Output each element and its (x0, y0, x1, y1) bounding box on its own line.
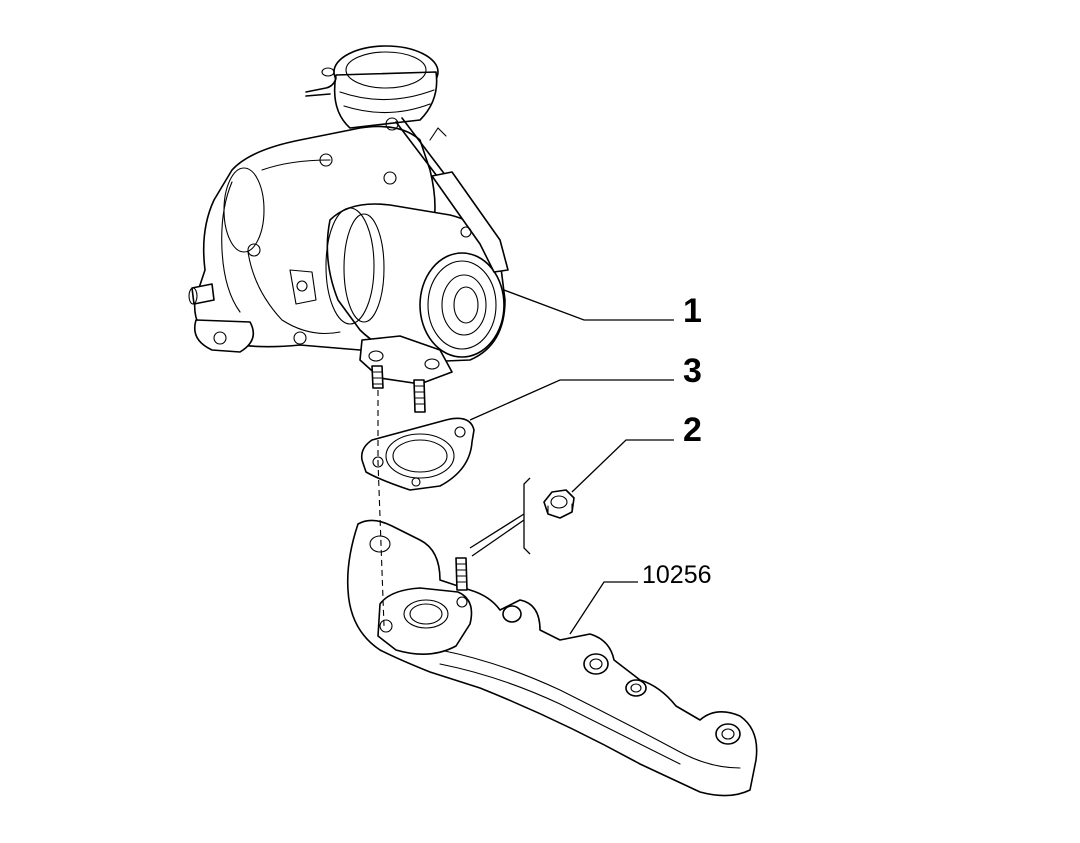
leader-lines (469, 289, 674, 635)
callout-gasket: 3 (683, 352, 702, 390)
callout-turbocharger: 1 (683, 292, 702, 330)
callout-manifold-ref: 10256 (642, 561, 712, 589)
turbocharger-drawing (188, 45, 509, 413)
exhaust-manifold-drawing (346, 519, 758, 797)
assembly-lines (377, 390, 531, 627)
nut-drawing (543, 489, 575, 519)
gasket-drawing (360, 417, 475, 491)
callout-nut: 2 (683, 411, 702, 449)
